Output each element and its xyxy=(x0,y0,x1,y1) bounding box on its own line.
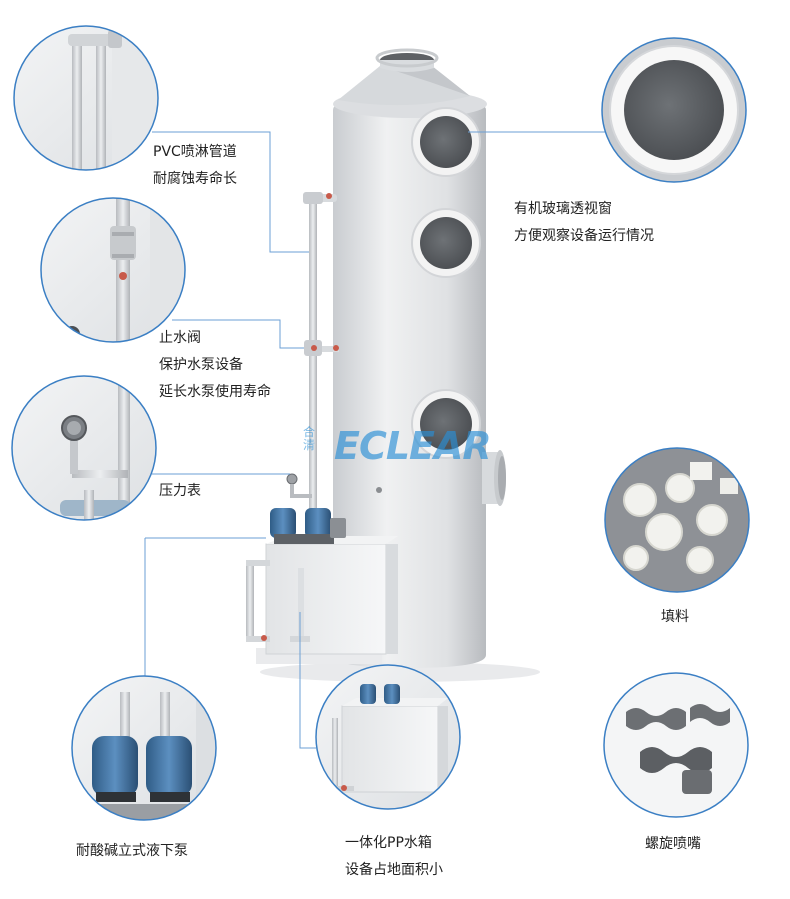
callout-pump: 耐酸碱立式液下泵 xyxy=(76,838,188,865)
callout-sight-window-desc: 方便观察设备运行情况 xyxy=(514,228,654,244)
callout-spiral-nozzle-title: 螺旋喷嘴 xyxy=(645,836,701,852)
pumps xyxy=(270,508,346,544)
pressure-gauge xyxy=(286,473,312,498)
detail-circle-pressure-gauge xyxy=(11,375,157,521)
detail-circle-pump xyxy=(71,675,217,821)
detail-circle-packing xyxy=(604,447,750,593)
callout-check-valve-desc-1: 保护水泵设备 xyxy=(159,357,243,373)
callout-pressure-gauge: 压力表 xyxy=(159,478,201,505)
callout-spiral-nozzle: 螺旋喷嘴 xyxy=(645,831,701,858)
callout-water-tank-title: 一体化PP水箱 xyxy=(345,835,432,851)
callout-pvc-pipe: PVC喷淋管道 耐腐蚀寿命长 xyxy=(153,139,237,193)
sight-window-middle xyxy=(411,208,481,278)
detail-circle-water-tank xyxy=(315,664,461,810)
callout-check-valve-desc-2: 延长水泵使用寿命 xyxy=(159,384,271,400)
callout-sight-window: 有机玻璃透视窗 方便观察设备运行情况 xyxy=(514,196,654,250)
callout-pvc-pipe-desc: 耐腐蚀寿命长 xyxy=(153,171,237,187)
detail-circle-check-valve xyxy=(40,197,186,343)
detail-circle-sight-window xyxy=(601,37,747,183)
callout-check-valve-title: 止水阀 xyxy=(159,330,201,346)
callout-pump-title: 耐酸碱立式液下泵 xyxy=(76,843,188,859)
callout-packing: 填料 xyxy=(661,604,689,631)
callout-pressure-gauge-title: 压力表 xyxy=(159,483,201,499)
detail-circle-spiral-nozzle xyxy=(603,672,749,818)
logo-cn: 合清 xyxy=(303,425,316,452)
callout-check-valve: 止水阀 保护水泵设备 延长水泵使用寿命 xyxy=(159,325,271,406)
callout-sight-window-title: 有机玻璃透视窗 xyxy=(514,201,612,217)
spray-pipe xyxy=(303,192,339,510)
callout-water-tank: 一体化PP水箱 设备占地面积小 xyxy=(345,830,443,884)
callout-packing-title: 填料 xyxy=(661,609,689,625)
callout-pvc-pipe-title: PVC喷淋管道 xyxy=(153,144,237,160)
water-tank xyxy=(246,536,398,664)
sight-window-bottom xyxy=(411,389,481,459)
leader-lines xyxy=(144,131,606,749)
sight-window-top xyxy=(411,107,481,177)
detail-circle-pvc-pipe xyxy=(13,25,159,171)
logo-watermark: ECLEAR xyxy=(334,424,492,468)
callout-water-tank-desc: 设备占地面积小 xyxy=(345,862,443,878)
